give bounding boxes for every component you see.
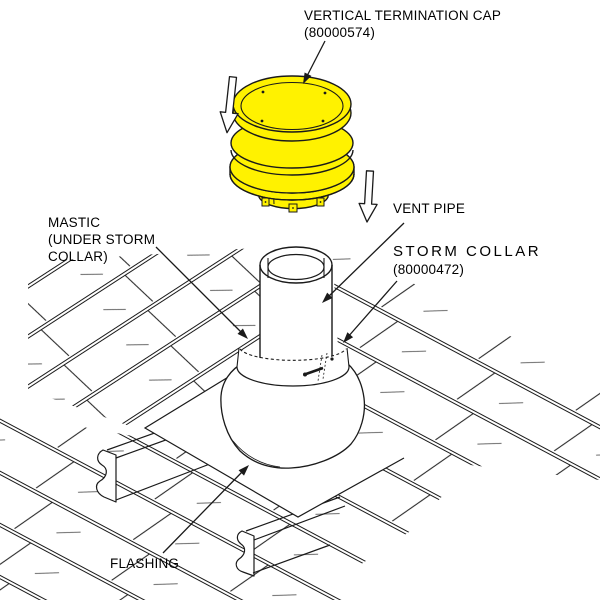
vent-pipe	[259, 246, 333, 378]
label-mastic-line3: COLLAR)	[48, 249, 108, 264]
label-vertical-termination-cap-line1: VERTICAL TERMINATION CAP	[304, 8, 502, 23]
flashing-leader	[162, 465, 249, 554]
flashing-dome	[220, 361, 366, 469]
vent-pipe-leader	[322, 222, 405, 303]
label-flashing: FLASHING	[110, 555, 179, 572]
label-vent-pipe-line1: VENT PIPE	[393, 201, 466, 216]
label-mastic-line1: MASTIC	[48, 215, 101, 230]
label-vertical-termination-cap-line2: (80000574)	[304, 25, 376, 40]
label-vertical-termination-cap: VERTICAL TERMINATION CAP (80000574)	[304, 7, 501, 41]
mastic-leader	[155, 246, 248, 339]
label-mastic: MASTIC (UNDER STORM COLLAR)	[48, 214, 155, 265]
label-vent-pipe: VENT PIPE	[393, 200, 465, 217]
termination-cap-leader	[303, 40, 326, 84]
storm-collar-leader	[343, 280, 398, 343]
install-direction-down-arrow-right	[358, 170, 378, 223]
rafter-board-end-left	[95, 414, 216, 503]
label-mastic-line2: (UNDER STORM	[48, 232, 156, 247]
label-storm-collar-line2: (80000472)	[393, 262, 465, 277]
collar-screw	[303, 352, 334, 382]
install-direction-down-arrow-left	[219, 75, 239, 134]
label-flashing-line1: FLASHING	[110, 556, 180, 571]
label-storm-collar: STORM COLLAR (80000472)	[393, 243, 541, 278]
storm-collar	[236, 347, 350, 387]
vertical-termination-cap	[229, 75, 355, 213]
label-storm-collar-line1: STORM COLLAR	[393, 243, 542, 260]
cap-rivets	[260, 90, 327, 123]
